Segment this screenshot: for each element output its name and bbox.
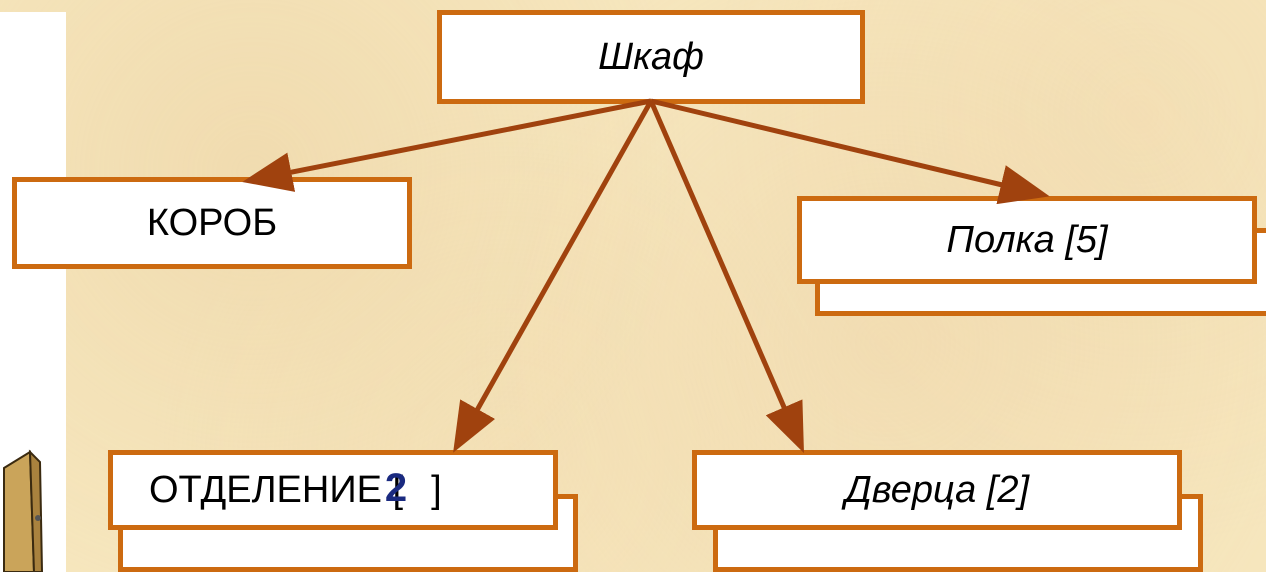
edge-to-otdelenie bbox=[453, 99, 654, 453]
root-node-label: Шкаф bbox=[598, 35, 704, 78]
node-otdelenie-label: ОТДЕЛЕНИЕ [ bbox=[149, 468, 404, 511]
node-otdelenie-label-end: ] bbox=[431, 468, 442, 511]
node-otdelenie-label-wrap: ОТДЕЛЕНИЕ [ 2 bbox=[149, 466, 407, 512]
edge-to-korob bbox=[242, 98, 652, 192]
node-dverca: Дверца [2] bbox=[692, 450, 1182, 530]
node-dverca-label: Дверца [2] bbox=[844, 468, 1030, 511]
edge-to-polka bbox=[650, 98, 1050, 205]
node-korob: КОРОБ bbox=[12, 177, 412, 269]
cabinet-illustration bbox=[3, 449, 44, 572]
root-node-shkaf: Шкаф bbox=[437, 10, 865, 104]
node-polka-label: Полка [5] bbox=[946, 218, 1108, 261]
node-otdelenie: ОТДЕЛЕНИЕ [ 2 ] bbox=[108, 450, 558, 530]
node-polka: Полка [5] bbox=[797, 196, 1257, 284]
node-korob-label: КОРОБ bbox=[146, 201, 278, 244]
multiplicity-overlay: 2 bbox=[384, 465, 408, 510]
edge-to-dverca bbox=[648, 100, 804, 454]
